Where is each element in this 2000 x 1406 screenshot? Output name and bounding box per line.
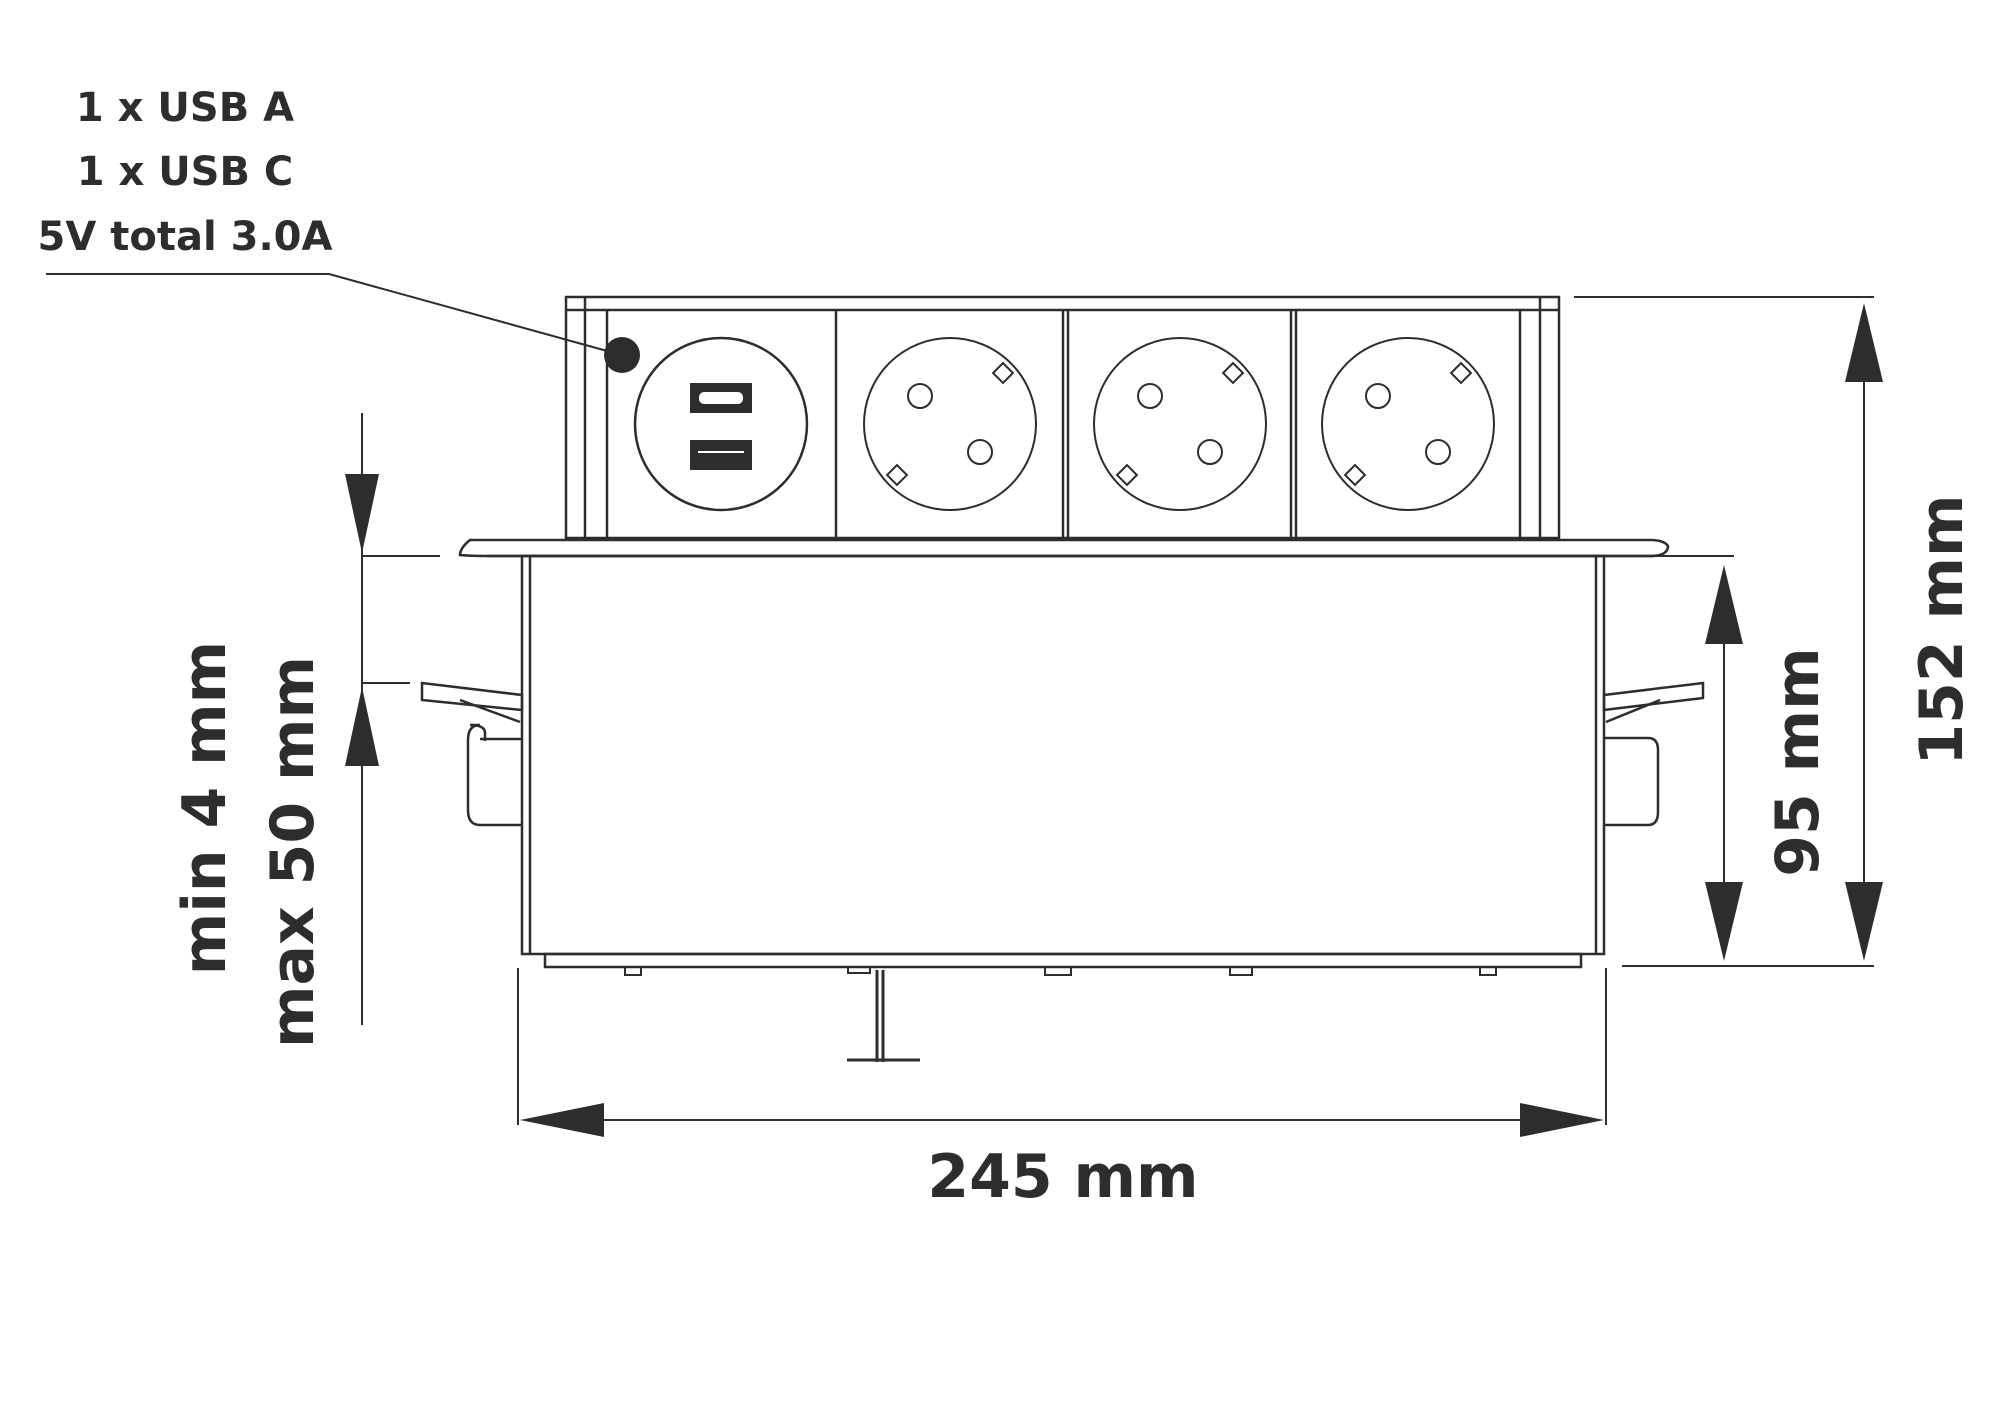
dim-label-body-height: 95 mm [1763,647,1833,876]
arrow-down-body [1705,882,1743,961]
arrow-left-width [520,1103,604,1137]
dim-label-thickness-max: max 50 mm [258,656,328,1048]
arrow-right-width [1520,1103,1604,1137]
dim-label-width: 245 mm [927,1142,1198,1212]
arrow-down-thickness [345,474,379,553]
dimension-total-height: 152 mm [1574,296,1977,967]
arrow-up-thickness [345,687,379,766]
callout-leader-diagonal [328,273,619,355]
dim-label-thickness-min: min 4 mm [170,641,240,975]
dimension-body-height: 95 mm [1604,555,1833,961]
socket-2 [1093,337,1267,511]
arrow-down-total [1845,882,1883,961]
cable [847,970,920,1062]
arrow-up-total [1845,303,1883,382]
socket-1 [863,337,1037,511]
callout-line-usb-c: 1 x USB C [77,149,294,195]
socket-3 [1321,337,1495,511]
usb-callout: 1 x USB A 1 x USB C 5V total 3.0A [38,85,640,373]
box-body [520,554,1606,969]
callout-dot [604,337,640,373]
usb-c-port [690,383,752,413]
callout-line-usb-a: 1 x USB A [76,85,294,131]
callout-line-power: 5V total 3.0A [38,214,333,260]
bottom-feet [624,966,1497,976]
usb-a-port [690,440,752,470]
clamp-right [1602,681,1705,827]
usb-module [633,336,809,512]
flange [458,538,1670,558]
dimension-desk-thickness: min 4 mm max 50 mm [170,413,440,1048]
socket-housing [564,295,1561,540]
dim-label-total-height: 152 mm [1907,494,1977,765]
clamp-left [420,681,524,827]
dimension-width: 245 mm [517,968,1607,1212]
arrow-up-body [1705,565,1743,644]
